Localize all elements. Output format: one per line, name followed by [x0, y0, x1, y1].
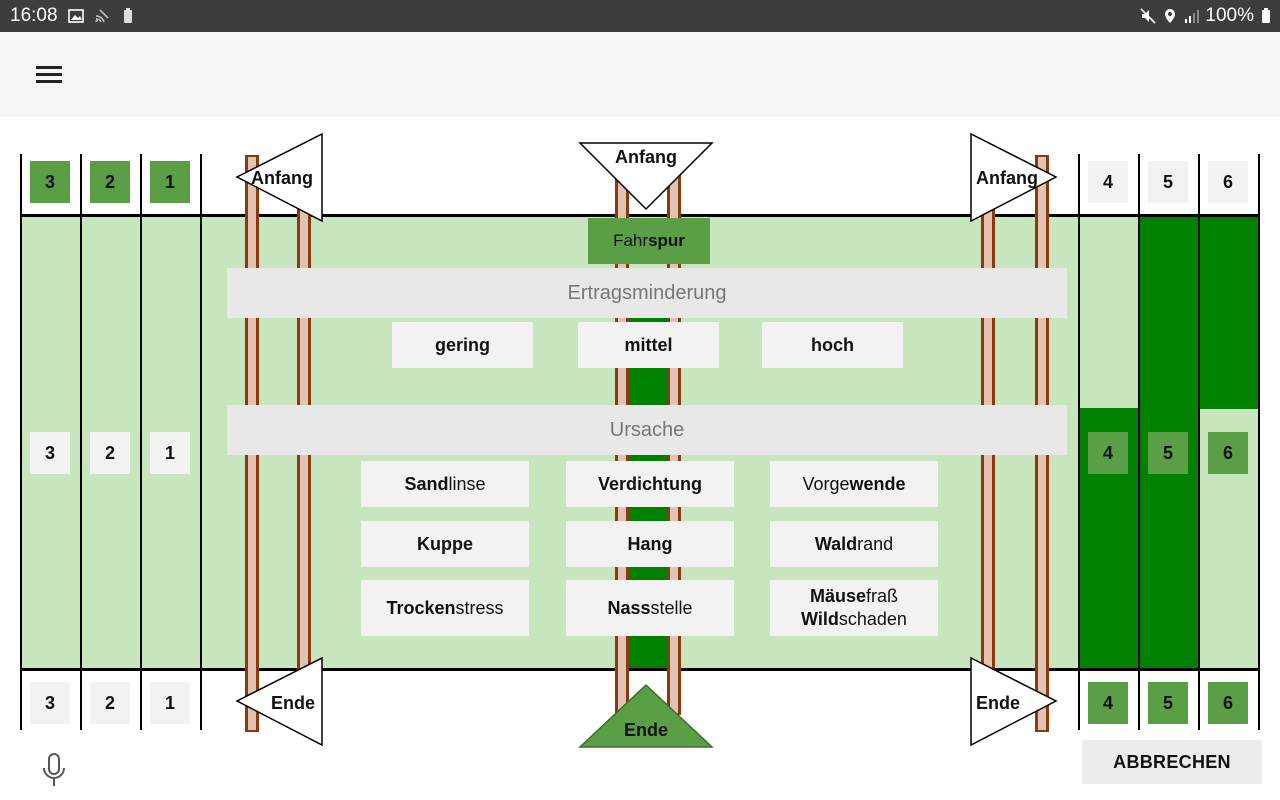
cause-option-waldrand[interactable]: Waldrand [770, 521, 938, 567]
lane-button-mid[interactable]: 2 [90, 432, 130, 474]
right-end-triangle[interactable] [970, 656, 1058, 747]
status-time: 16:08 [10, 5, 58, 26]
ertragsminderung-header: Ertragsminderung [227, 268, 1067, 318]
lane-divider [1198, 154, 1200, 730]
lane-button-mid[interactable]: 6 [1208, 432, 1248, 474]
left-end-label: Ende [271, 693, 316, 713]
image-icon [68, 9, 84, 23]
cause-option-sandlinse[interactable]: Sandlinse [361, 461, 529, 507]
option-bold: Trocken [386, 597, 456, 618]
option-normal: rand [857, 533, 894, 554]
right-end-label: Ende [976, 693, 1021, 713]
option-bold: Wild [801, 609, 839, 629]
lane-button-mid[interactable]: 3 [30, 432, 70, 474]
option-normal: fraß [866, 586, 899, 606]
lane-divider [140, 154, 142, 730]
yield-option-mittel[interactable]: mittel [578, 322, 719, 368]
option-normal: schaden [838, 609, 907, 629]
center-start-label: Anfang [615, 147, 677, 167]
lane-divider [80, 154, 82, 730]
option-normal: Vorge [802, 473, 850, 494]
lane-button-bottom[interactable]: 5 [1148, 682, 1188, 724]
cause-option-trockenstress[interactable]: Trockenstress [361, 580, 529, 636]
lane-button-top[interactable]: 2 [90, 161, 130, 203]
left-start-triangle[interactable] [235, 132, 324, 223]
cause-option-kuppe[interactable]: Kuppe [361, 521, 529, 567]
app-toolbar [0, 32, 1280, 117]
lane-button-mid[interactable]: 4 [1088, 432, 1128, 474]
cast-icon [95, 9, 109, 23]
option-bold: Kuppe [417, 533, 473, 554]
lane-divider [20, 154, 22, 730]
center-end-triangle[interactable] [578, 683, 714, 748]
mute-icon [1140, 8, 1156, 24]
right-start-triangle[interactable] [970, 132, 1058, 223]
option-normal: linse [448, 473, 486, 494]
lane-button-mid[interactable]: 1 [150, 432, 190, 474]
cause-option-maeusefrass-wildschaden[interactable]: Mäusefraß Wildschaden [770, 580, 938, 636]
option-bold: wende [849, 473, 906, 494]
left-start-label: Anfang [251, 168, 313, 188]
track-6-fill [1200, 216, 1260, 409]
yield-option-gering[interactable]: gering [392, 322, 533, 368]
lane-button-bottom[interactable]: 6 [1208, 682, 1248, 724]
lane-button-top[interactable]: 1 [150, 161, 190, 203]
option-bold: Mäuse [809, 586, 866, 606]
location-icon [1165, 9, 1175, 23]
option-label: mittel [624, 334, 673, 355]
option-bold: Wald [814, 533, 858, 554]
lane-button-top[interactable]: 5 [1148, 161, 1188, 203]
center-start-triangle[interactable] [578, 142, 714, 211]
status-bar: 16:08 100% [0, 0, 1280, 32]
yield-option-hoch[interactable]: hoch [762, 322, 903, 368]
left-end-triangle[interactable] [235, 656, 324, 747]
fahrspur-bold: spur [648, 231, 685, 250]
option-bold: Sand [404, 473, 449, 494]
lane-divider [1258, 154, 1260, 730]
lane-button-top[interactable]: 6 [1208, 161, 1248, 203]
microphone-icon[interactable] [38, 752, 70, 792]
battery-icon [1262, 8, 1270, 23]
option-bold: Hang [627, 533, 673, 554]
hamburger-menu-icon[interactable] [28, 56, 70, 94]
cause-option-nassstelle[interactable]: Nassstelle [566, 580, 734, 636]
option-bold: Nass [607, 597, 651, 618]
option-bold: Verdichtung [597, 473, 702, 494]
lane-button-top[interactable]: 4 [1088, 161, 1128, 203]
cancel-button[interactable]: ABBRECHEN [1082, 740, 1262, 784]
right-start-label: Anfang [976, 168, 1038, 188]
lane-button-mid[interactable]: 5 [1148, 432, 1188, 474]
lane-button-bottom[interactable]: 2 [90, 682, 130, 724]
center-end-label: Ende [624, 720, 669, 740]
cause-option-vorgewende[interactable]: Vorgewende [770, 461, 938, 507]
fahrspur-normal: Fahr [613, 231, 649, 250]
battery-saver-icon [124, 8, 132, 23]
lane-button-top[interactable]: 3 [30, 161, 70, 203]
option-normal: stelle [650, 597, 693, 618]
option-normal: stress [455, 597, 504, 618]
lane-divider [1078, 154, 1080, 730]
option-label: gering [434, 334, 490, 355]
lane-divider [200, 154, 202, 730]
field-bottom-border [20, 668, 1260, 671]
lane-button-bottom[interactable]: 1 [150, 682, 190, 724]
lane-button-bottom[interactable]: 4 [1088, 682, 1128, 724]
field-top-border [20, 214, 1260, 217]
lane-button-bottom[interactable]: 3 [30, 682, 70, 724]
ursache-header: Ursache [227, 405, 1067, 455]
cause-option-hang[interactable]: Hang [566, 521, 734, 567]
cause-option-verdichtung[interactable]: Verdichtung [566, 461, 734, 507]
signal-icon [1185, 10, 1199, 23]
battery-percent: 100% [1205, 5, 1254, 26]
lane-divider [1138, 154, 1140, 730]
option-label: hoch [811, 334, 854, 355]
